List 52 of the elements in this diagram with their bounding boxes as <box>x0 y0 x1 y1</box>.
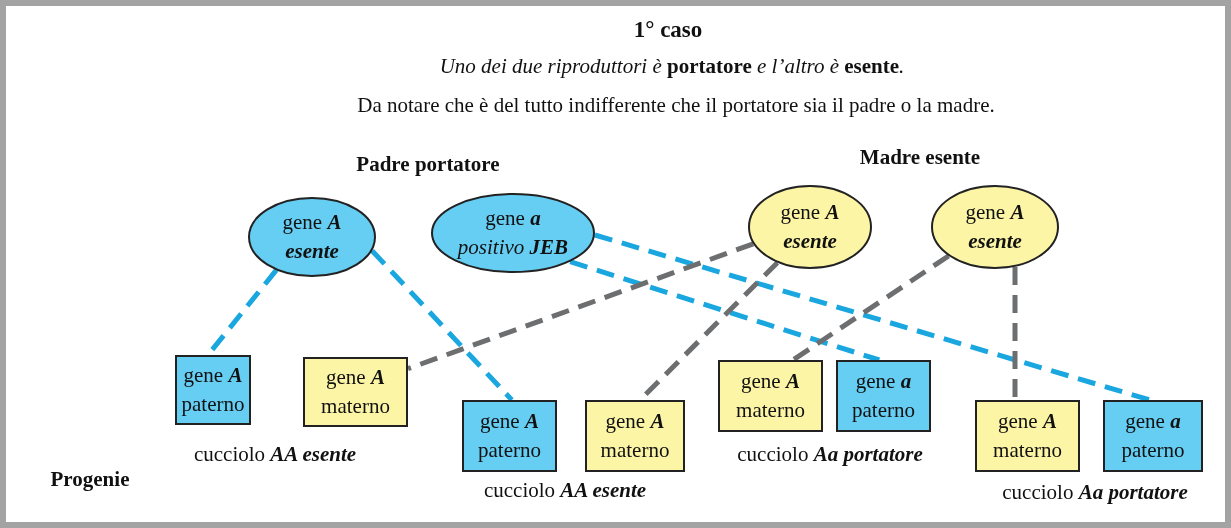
group-heading: Padre portatore <box>356 152 500 178</box>
gene-ellipse <box>931 185 1059 269</box>
gene-text: paterno <box>852 397 915 424</box>
group-heading: Madre esente <box>859 145 981 171</box>
gene-text: gene A <box>282 208 342 236</box>
gene-text: gene a <box>485 204 541 232</box>
gene-text: esente <box>968 228 1022 255</box>
gene-ellipse <box>748 185 872 269</box>
gene-text: esente <box>285 238 339 265</box>
gene-text: materno <box>321 393 390 420</box>
note-text: Da notare che è del tutto indifferente che il portatore sia il padre o la madre. <box>357 93 995 119</box>
dashed-connector <box>791 253 950 363</box>
offspring-caption: cucciolo AA esente <box>483 478 647 504</box>
dashed-connector <box>370 249 514 402</box>
gene-text: gene A <box>326 363 385 391</box>
gene-text: gene a <box>855 367 912 395</box>
gene-text: gene a <box>1125 407 1181 435</box>
dashed-connector <box>1012 266 1018 400</box>
gene-text: materno <box>736 397 805 424</box>
gene-ellipse <box>431 193 595 273</box>
gene-text: gene A <box>480 407 539 435</box>
gene-text: positivo JEB <box>457 234 569 261</box>
gene-text: paterno <box>478 437 541 464</box>
gene-box <box>303 357 408 427</box>
row-heading: Progenie <box>50 467 130 493</box>
gene-text: materno <box>600 437 670 464</box>
gene-text: gene A <box>605 407 665 435</box>
gene-box <box>975 400 1080 472</box>
title: 1° caso <box>633 16 703 44</box>
gene-box <box>718 360 823 432</box>
gene-box <box>1103 400 1203 472</box>
gene-box <box>175 355 251 425</box>
dashed-connector <box>594 232 1151 403</box>
offspring-caption: cucciolo AA esente <box>193 442 357 468</box>
gene-text: gene A <box>183 361 243 389</box>
gene-text: gene A <box>965 198 1025 226</box>
gene-box <box>462 400 557 472</box>
subtitle: Uno dei due riproduttori è portatore e l’altro è esente. <box>439 54 905 80</box>
dashed-connector <box>569 259 881 363</box>
gene-text: gene A <box>998 407 1057 435</box>
gene-text: materno <box>993 437 1062 464</box>
dashed-connector <box>407 241 755 372</box>
gene-text: esente <box>783 228 837 255</box>
offspring-caption: cucciolo Aa portatore <box>1002 480 1188 506</box>
gene-box <box>585 400 685 472</box>
gene-box <box>836 360 931 432</box>
offspring-caption: cucciolo Aa portatore <box>737 442 923 468</box>
gene-ellipse <box>248 197 376 277</box>
gene-text: paterno <box>1121 437 1185 464</box>
gene-text: paterno <box>181 391 245 418</box>
gene-text: gene A <box>780 198 840 226</box>
gene-text: gene A <box>741 367 800 395</box>
